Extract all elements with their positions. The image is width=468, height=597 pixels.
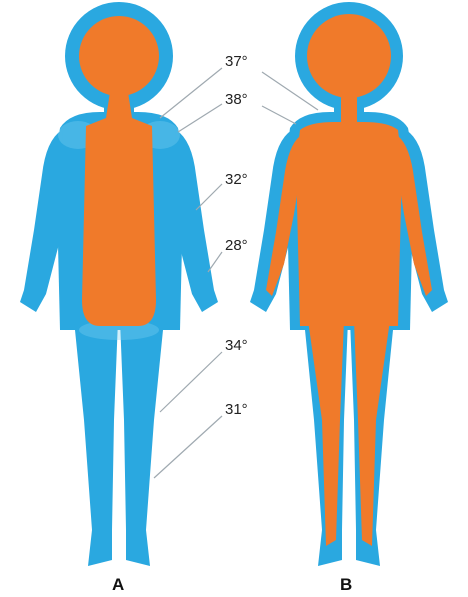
figure-a: A	[20, 2, 218, 594]
figure-a-label: A	[112, 575, 124, 594]
figure-b-label: B	[340, 575, 352, 594]
leader-34	[160, 352, 222, 412]
leader-38-a	[178, 104, 222, 132]
leader-38-b	[262, 106, 296, 124]
leader-31	[154, 416, 222, 478]
temp-label-37: 37°	[225, 53, 248, 70]
temp-label-28: 28°	[225, 237, 248, 254]
figure-a-core	[79, 16, 159, 326]
temperature-labels: 37° 38° 32° 28° 34° 31°	[225, 53, 248, 418]
temp-label-32: 32°	[225, 171, 248, 188]
temp-label-31: 31°	[225, 401, 248, 418]
temp-label-34: 34°	[225, 337, 248, 354]
temp-label-38: 38°	[225, 91, 248, 108]
leader-32	[196, 184, 222, 210]
figure-b: B	[250, 2, 448, 594]
leader-28	[208, 252, 222, 272]
